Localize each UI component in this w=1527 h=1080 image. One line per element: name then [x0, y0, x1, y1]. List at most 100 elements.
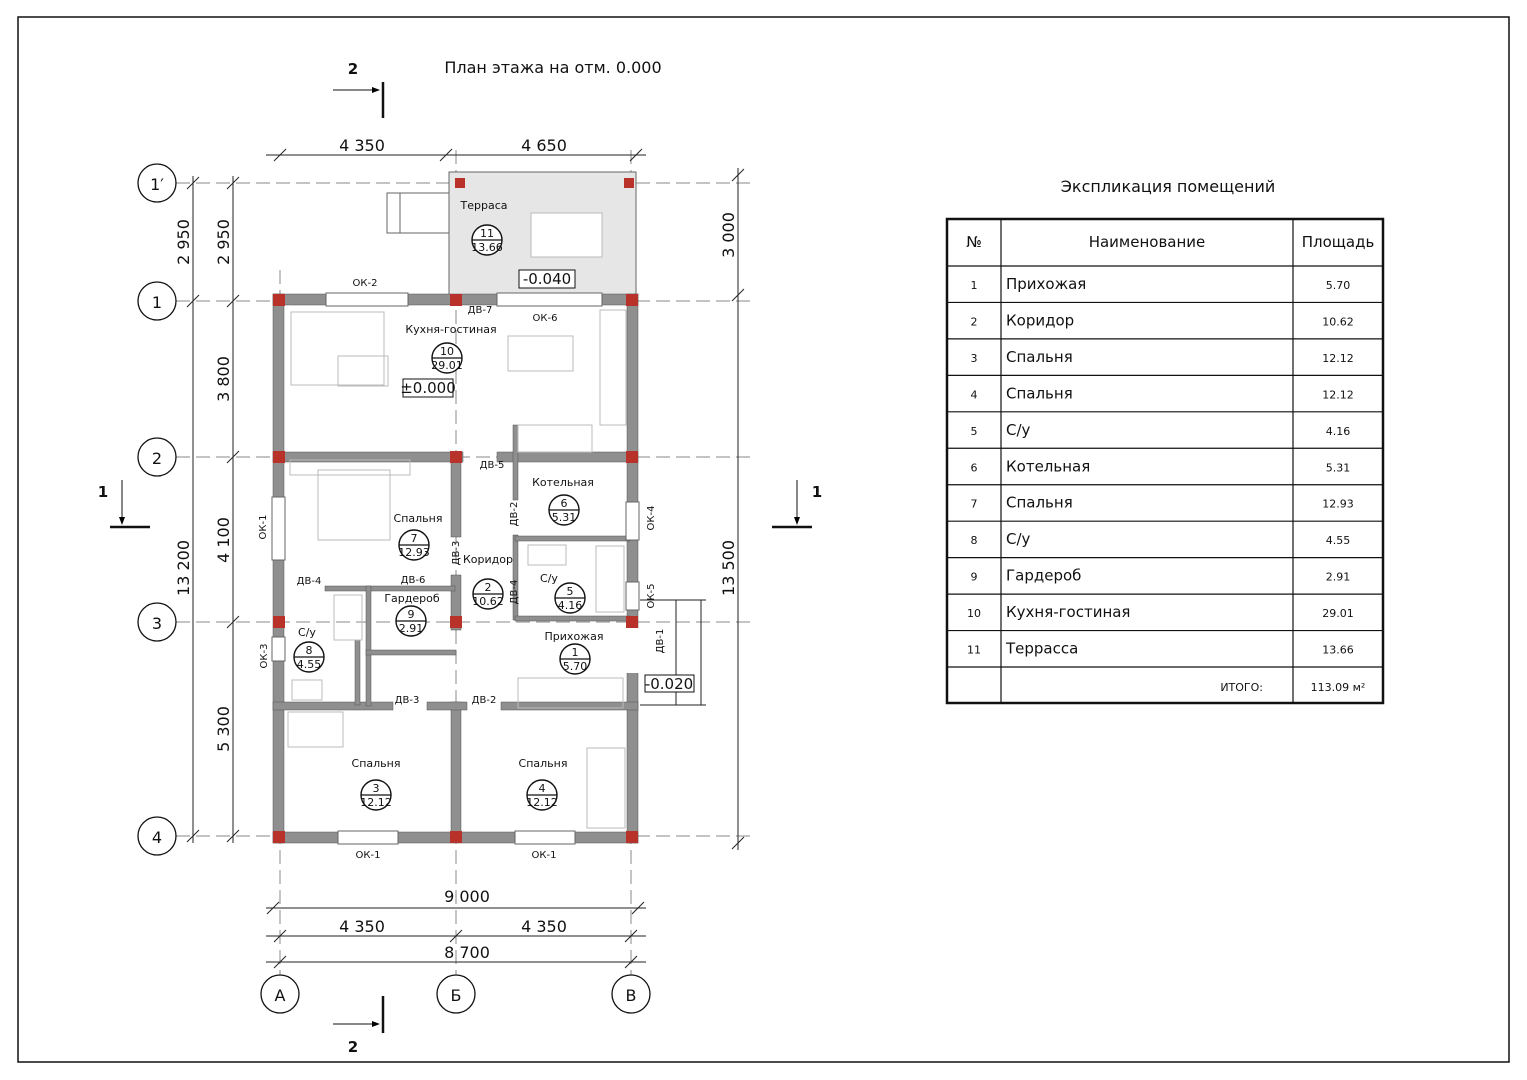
- row-name: Кухня-гостиная: [1006, 603, 1130, 621]
- level-mark-entrance: -0.020: [644, 674, 695, 693]
- room-name: Спальня: [394, 512, 443, 525]
- room-area: 10.62: [472, 595, 504, 608]
- table-row: 6 Котельная 5.31: [947, 447, 1383, 475]
- window-label: ОК-3: [259, 644, 270, 669]
- row-number: 9: [971, 571, 978, 584]
- furniture: [287, 309, 627, 829]
- door-label: ДВ-5: [480, 460, 505, 471]
- svg-text:9 000: 9 000: [444, 887, 490, 906]
- room-name: Терраса: [460, 199, 508, 212]
- opening-labels: ДВ-7 ОК-2 ОК-6 ДВ-5 ДВ-2 ДВ-3 ДВ-4 ДВ-4 …: [258, 278, 666, 861]
- room-name: Кухня-гостиная: [405, 323, 496, 336]
- room-area: 13.66: [471, 241, 503, 254]
- row-number: 5: [971, 425, 978, 438]
- total-label: ИТОГО:: [1220, 681, 1263, 694]
- door-label: ДВ-3: [451, 541, 462, 566]
- door-label: ДВ-6: [401, 575, 426, 586]
- row-area: 10.62: [1322, 315, 1354, 328]
- row-name: Котельная: [1006, 457, 1090, 475]
- section-mark-left: 1: [98, 480, 150, 529]
- row-number: 11: [967, 644, 981, 657]
- row-number: 10: [967, 607, 981, 620]
- svg-text:3: 3: [152, 614, 162, 633]
- row-name: Гардероб: [1006, 567, 1081, 585]
- room-area: 4.16: [558, 599, 583, 612]
- row-area: 12.12: [1322, 388, 1354, 401]
- svg-text:1: 1: [98, 483, 108, 501]
- svg-text:8 700: 8 700: [444, 943, 490, 962]
- svg-text:3 000: 3 000: [719, 212, 738, 258]
- room-number: 2: [485, 581, 492, 594]
- table-row: 10 Кухня-гостиная 29.01: [947, 593, 1383, 621]
- sheet-frame: [17, 16, 1510, 1063]
- room-area: 5.70: [563, 660, 588, 673]
- row-name: Прихожая: [1006, 275, 1086, 293]
- window-label: ОК-5: [646, 584, 657, 609]
- windows: [271, 292, 640, 845]
- row-area: 13.66: [1322, 644, 1354, 657]
- door-label: ДВ-4: [297, 576, 322, 587]
- table-header: Наименование: [1089, 233, 1206, 251]
- grid-row-bubbles: 1′ 1 2 3 4: [137, 163, 177, 856]
- row-number: 1: [971, 279, 978, 292]
- room-name: Спальня: [352, 757, 401, 770]
- room-area: 29.01: [431, 359, 463, 372]
- svg-text:4 350: 4 350: [521, 917, 567, 936]
- svg-text:1′: 1′: [150, 175, 164, 194]
- room-name: Прихожая: [545, 630, 604, 643]
- room-name: С/у: [298, 626, 316, 639]
- grid-col-bubbles: А Б В: [260, 974, 651, 1014]
- row-name: Спальня: [1006, 494, 1073, 512]
- room-tag: Прихожая 15.70: [545, 630, 604, 675]
- dimensions-top: 4 350 4 650: [266, 136, 646, 162]
- table-header: №: [966, 233, 982, 251]
- door-label: ДВ-3: [395, 695, 420, 706]
- room-name: Гардероб: [384, 592, 440, 605]
- window-label: ОК-1: [532, 850, 557, 861]
- window-label: ОК-4: [646, 506, 657, 531]
- row-area: 29.01: [1322, 607, 1354, 620]
- section-mark-right: 1: [772, 480, 822, 529]
- room-name: С/у: [540, 572, 558, 585]
- dimensions-left: 2 950 3 800 4 100 5 300 2 950 13 200: [174, 176, 240, 843]
- row-area: 12.12: [1322, 352, 1354, 365]
- svg-text:13 200: 13 200: [174, 540, 193, 596]
- row-area: 5.31: [1326, 461, 1351, 474]
- row-name: Террасса: [1005, 640, 1078, 658]
- row-area: 4.55: [1326, 534, 1351, 547]
- window-label: ОК-1: [258, 515, 269, 540]
- window-label: ОК-2: [353, 278, 378, 289]
- room-number: 8: [306, 644, 313, 657]
- explication-table: Экспликация помещений № Наименование Пло…: [945, 177, 1385, 705]
- row-number: 4: [971, 388, 978, 401]
- row-name: Спальня: [1006, 348, 1073, 366]
- room-number: 11: [480, 227, 494, 240]
- level-mark-terrace: -0.040: [518, 269, 576, 289]
- section-mark-top: 2: [333, 60, 385, 118]
- level-mark-floor: ±0.000: [400, 378, 456, 398]
- svg-text:5 300: 5 300: [214, 706, 233, 752]
- svg-text:3 800: 3 800: [214, 356, 233, 402]
- room-number: 1: [572, 646, 579, 659]
- svg-text:4 650: 4 650: [521, 136, 567, 155]
- row-number: 6: [971, 461, 978, 474]
- section-mark-bottom: 2: [333, 996, 385, 1056]
- total-value: 113.09 м²: [1311, 681, 1366, 694]
- row-number: 2: [971, 315, 978, 328]
- svg-text:13 500: 13 500: [719, 540, 738, 596]
- row-number: 7: [971, 498, 978, 511]
- svg-text:1: 1: [812, 483, 822, 501]
